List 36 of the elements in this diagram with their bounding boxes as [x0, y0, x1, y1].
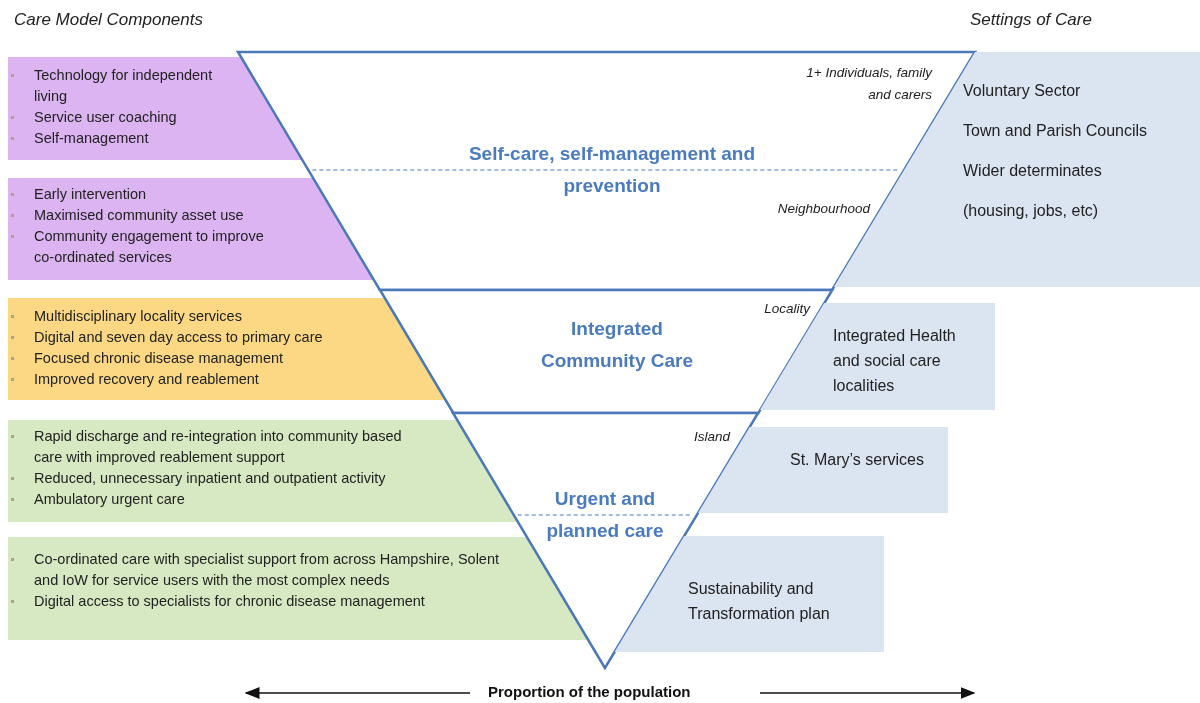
- level-label: Neighbourhood: [776, 200, 870, 218]
- component-panel: [8, 178, 374, 280]
- setting-text: Town and Parish Councils: [963, 121, 1149, 141]
- column-heading: Settings of Care: [970, 10, 1092, 30]
- bullet-item: Multidisciplinary locality services: [8, 306, 353, 327]
- column-heading: Care Model Components: [14, 10, 203, 30]
- setting-text: Sustainability and Transformation plan: [688, 579, 831, 624]
- component-panel: [8, 298, 446, 400]
- bullet-item: Rapid discharge and re-integration into community based care with improved reablement support: [8, 426, 413, 468]
- bullet-item: Maximised community asset use: [8, 205, 283, 226]
- level-label: Island: [692, 428, 730, 446]
- bullet-item: Community engagement to improve co-ordinated services: [8, 226, 283, 268]
- triangle-band: [379, 290, 833, 413]
- bullet-item: Focused chronic disease management: [8, 348, 353, 369]
- setting-text: Wider determinates: [963, 161, 1103, 181]
- bullet-item: Self-management: [8, 128, 213, 149]
- bullet-item: Technology for independent living: [8, 65, 213, 107]
- bullet-item: Reduced, unnecessary inpatient and outpatient activity: [8, 468, 413, 489]
- setting-text: (housing, jobs, etc): [963, 201, 1100, 221]
- level-label: 1+ Individuals, family and carers: [805, 64, 932, 104]
- axis-label: Proportion of the population: [488, 683, 691, 700]
- bullet-item: Ambulatory urgent care: [8, 489, 413, 510]
- bullet-item: Service user coaching: [8, 107, 213, 128]
- bullet-item: Digital and seven day access to primary care: [8, 327, 353, 348]
- setting-text: St. Mary’s services: [790, 450, 925, 470]
- bullet-item: Co-ordinated care with specialist support from across Hampshire, Solent and IoW for service users with the most complex needs: [8, 549, 503, 591]
- setting-text: Integrated Health and social care localities: [833, 326, 957, 396]
- setting-text: Voluntary Sector: [963, 81, 1082, 101]
- bullet-item: Improved recovery and reablement: [8, 369, 353, 390]
- bullet-item: Early intervention: [8, 184, 283, 205]
- section-title: Urgent and planned care: [545, 487, 665, 543]
- bullet-item: Digital access to specialists for chronic disease management: [8, 591, 503, 612]
- section-title: Self-care, self-management and prevention: [467, 142, 757, 198]
- component-panel: [8, 420, 518, 522]
- section-title: Integrated Community Care: [539, 317, 694, 373]
- level-label: Locality: [763, 300, 810, 318]
